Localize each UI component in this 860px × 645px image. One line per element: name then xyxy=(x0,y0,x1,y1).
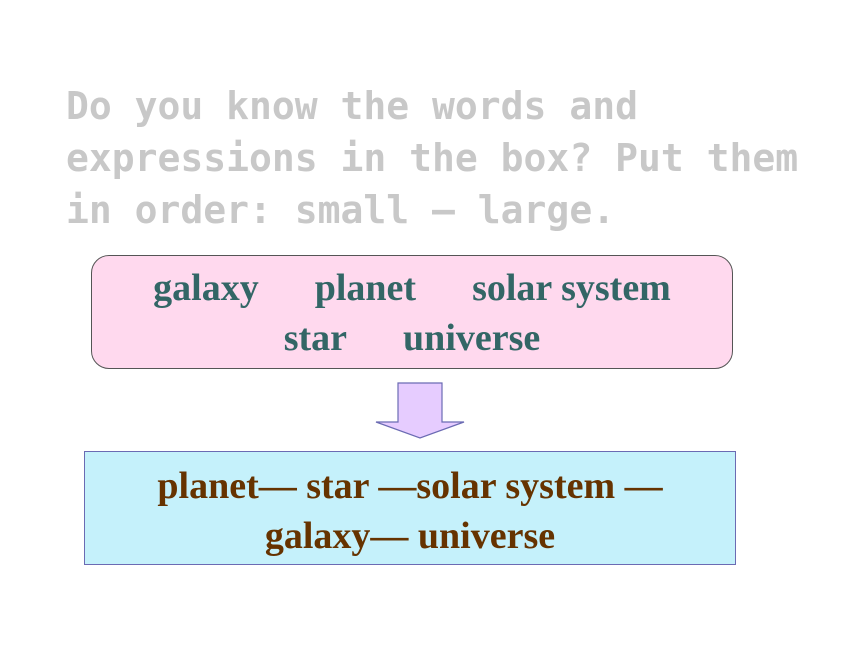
question-line-1: Do you know the words and xyxy=(66,84,638,128)
word-galaxy: galaxy xyxy=(153,267,259,309)
question-text: Do you know the words and expressions in… xyxy=(66,80,826,236)
question-line-3: in order: small — large. xyxy=(66,188,616,232)
word-box: galaxy planet solar system star universe xyxy=(91,255,733,369)
answer-box: planet— star —solar system — galaxy— uni… xyxy=(84,451,736,565)
word-row-2: star universe xyxy=(92,316,732,360)
word-universe: universe xyxy=(403,317,541,359)
word-planet: planet xyxy=(314,267,417,309)
answer-line-2: galaxy— universe xyxy=(264,515,556,557)
question-line-2: expressions in the box? Put them xyxy=(66,136,799,180)
word-row-1: galaxy planet solar system xyxy=(92,266,732,310)
answer-line-1: planet— star —solar system — xyxy=(157,465,663,507)
word-solar-system: solar system xyxy=(472,267,671,309)
word-star: star xyxy=(283,317,348,359)
down-arrow-icon xyxy=(375,382,465,439)
